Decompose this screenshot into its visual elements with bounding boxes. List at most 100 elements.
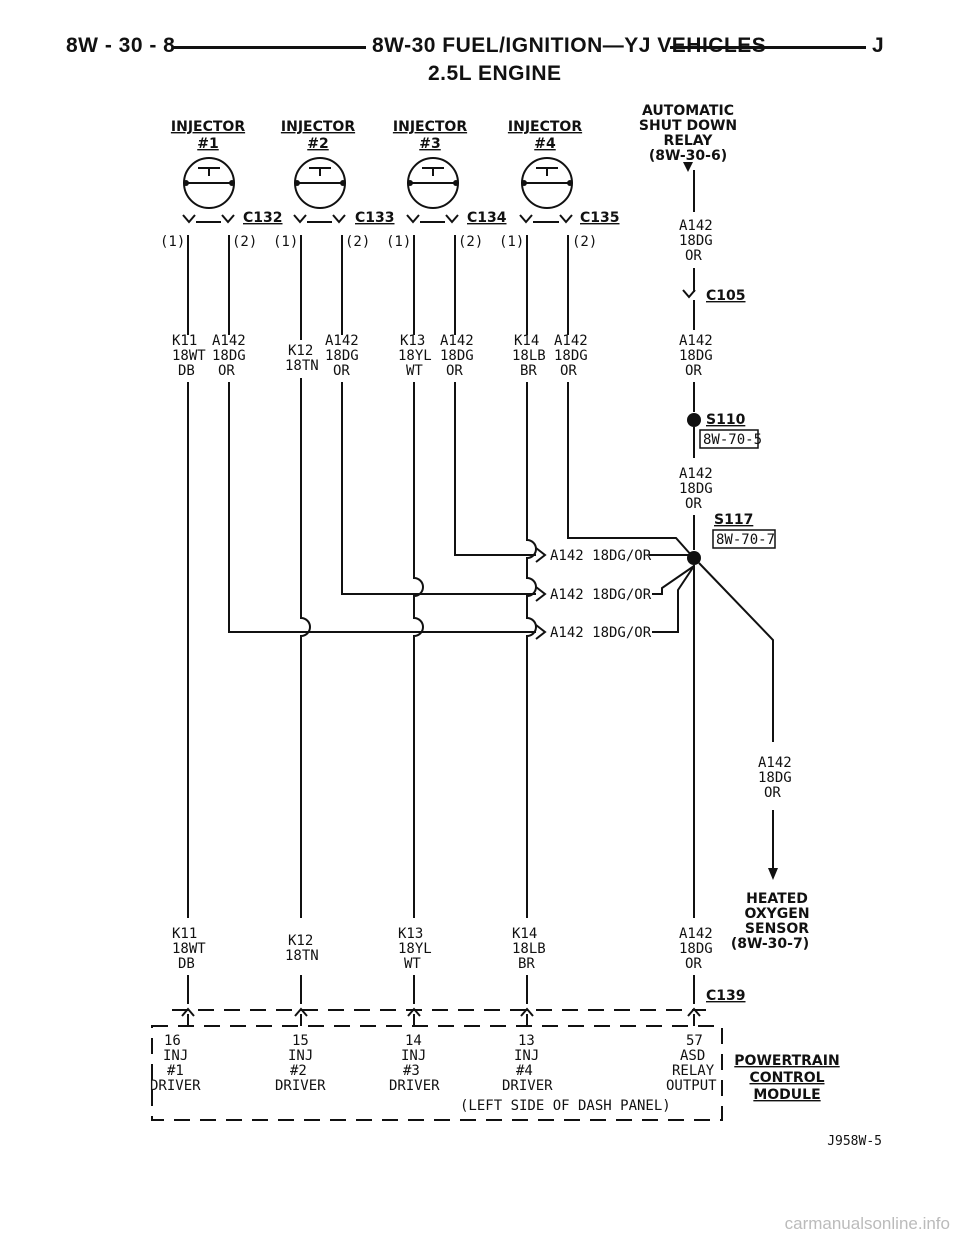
svg-text:(8W-30-6): (8W-30-6) — [649, 148, 727, 164]
svg-text:K14: K14 — [514, 333, 539, 349]
wire-a142-inj2 — [341, 235, 536, 595]
svg-text:13: 13 — [518, 1033, 535, 1049]
splice-s110-label: S110 — [706, 412, 746, 428]
injector-4: INJECTOR #4 C135 (1) (2) — [499, 119, 620, 250]
injector-wires: A142 18DG/OR A142 18DG/OR A142 18DG/OR — [187, 235, 695, 918]
lower-wire-labels: K11 18WT DB K12 18TN K13 18YL WT K14 18L… — [172, 926, 713, 1004]
connector-c133-symbol — [293, 214, 346, 224]
asd-relay: AUTOMATIC SHUT DOWN RELAY (8W-30-6) A142… — [639, 103, 776, 918]
svg-text:18TN: 18TN — [285, 358, 319, 374]
injector-3-label: INJECTOR — [393, 119, 467, 135]
svg-text:BR: BR — [518, 956, 535, 972]
svg-text:57: 57 — [686, 1033, 703, 1049]
svg-text:A142: A142 — [679, 466, 713, 482]
svg-text:K12: K12 — [288, 933, 313, 949]
injector-1-number: #1 — [197, 136, 218, 152]
svg-text:OR: OR — [685, 363, 702, 379]
splice-s110-dot — [687, 413, 701, 427]
header-rule-left — [172, 46, 366, 49]
injector-2: INJECTOR #2 C133 (1) (2) — [273, 119, 395, 250]
svg-text:#4: #4 — [516, 1063, 533, 1079]
injector-1-pin2: (2) — [232, 234, 257, 250]
svg-text:K14: K14 — [512, 926, 537, 942]
svg-text:18LB: 18LB — [512, 348, 546, 364]
svg-text:DB: DB — [178, 363, 195, 379]
splice-s117-dot — [687, 551, 701, 565]
pcm-name-3: MODULE — [753, 1087, 820, 1103]
svg-text:DRIVER: DRIVER — [502, 1078, 553, 1094]
section-letter: J — [872, 34, 885, 57]
svg-text:OR: OR — [685, 248, 702, 264]
svg-text:18DG: 18DG — [758, 770, 792, 786]
watermark-text: carmanualsonline.info — [784, 1214, 950, 1233]
svg-text:WT: WT — [406, 363, 423, 379]
injector-1: INJECTOR #1 C132 (1) (2) — [160, 119, 283, 250]
svg-text:A142: A142 — [554, 333, 588, 349]
injector-4-pin1: (1) — [499, 234, 524, 250]
connector-c132-symbol — [182, 214, 235, 224]
svg-text:18YL: 18YL — [398, 348, 432, 364]
svg-text:16: 16 — [164, 1033, 181, 1049]
wire-a142-inj3 — [454, 235, 536, 556]
svg-text:INJ: INJ — [401, 1048, 426, 1064]
svg-text:A142: A142 — [679, 926, 713, 942]
svg-text:18DG: 18DG — [554, 348, 588, 364]
svg-text:OR: OR — [218, 363, 235, 379]
svg-text:DRIVER: DRIVER — [150, 1078, 201, 1094]
injector-wire-labels: K11 18WT DB A142 18DG OR K12 18TN A142 1… — [172, 333, 588, 379]
svg-text:A142: A142 — [758, 755, 792, 771]
svg-text:INJ: INJ — [514, 1048, 539, 1064]
svg-text:OR: OR — [333, 363, 350, 379]
page-number: 8W - 30 - 8 — [66, 34, 176, 57]
wire-k12 — [300, 235, 311, 918]
svg-text:A142: A142 — [679, 333, 713, 349]
figure-id: J958W-5 — [827, 1134, 882, 1149]
svg-text:WT: WT — [404, 956, 421, 972]
injector-4-number: #4 — [534, 136, 556, 152]
svg-text:A142: A142 — [440, 333, 474, 349]
injector-2-pin2: (2) — [345, 234, 370, 250]
connector-c105-label: C105 — [706, 288, 746, 304]
svg-text:K13: K13 — [400, 333, 425, 349]
splice-s117-ref: 8W-70-7 — [716, 532, 775, 548]
svg-text:K11: K11 — [172, 333, 197, 349]
connector-c134-symbol — [406, 214, 459, 224]
connector-c139: C139 — [172, 988, 746, 1026]
connector-c139-label: C139 — [706, 988, 746, 1004]
svg-text:18LB: 18LB — [512, 941, 546, 957]
page-subtitle: 2.5L ENGINE — [428, 62, 562, 85]
svg-text:#2: #2 — [290, 1063, 307, 1079]
svg-text:OR: OR — [685, 496, 702, 512]
svg-text:INJ: INJ — [163, 1048, 188, 1064]
connector-c132-label: C132 — [243, 210, 283, 226]
injector-4-pin2: (2) — [572, 234, 597, 250]
sensor-arrow-icon — [768, 868, 778, 880]
svg-text:K13: K13 — [398, 926, 423, 942]
wire-a142-inj1 — [228, 235, 536, 633]
svg-text:RELAY: RELAY — [672, 1063, 715, 1079]
header-rule-right — [670, 46, 866, 49]
pcm-name-2: CONTROL — [749, 1070, 824, 1086]
injector-2-label: INJECTOR — [281, 119, 355, 135]
page-title: 8W-30 FUEL/IGNITION—YJ VEHICLES — [372, 34, 767, 57]
svg-text:14: 14 — [405, 1033, 422, 1049]
svg-text:(8W-30-7): (8W-30-7) — [731, 936, 809, 952]
injector-3: INJECTOR #3 C134 (1) (2) — [386, 119, 507, 250]
wire-k13 — [413, 235, 424, 918]
jumper-3-label: A142 18DG/OR — [550, 625, 652, 641]
oxygen-sensor: A142 18DG OR HEATED OXYGEN SENSOR (8W-30… — [731, 755, 810, 952]
injector-2-number: #2 — [307, 136, 328, 152]
svg-text:A142: A142 — [212, 333, 246, 349]
splice-s117-label: S117 — [714, 512, 753, 528]
svg-text:K11: K11 — [172, 926, 197, 942]
svg-text:OR: OR — [685, 956, 702, 972]
svg-text:SHUT DOWN: SHUT DOWN — [639, 118, 737, 134]
svg-text:BR: BR — [520, 363, 537, 379]
injector-3-pin2: (2) — [458, 234, 483, 250]
connector-c105-symbol — [682, 289, 696, 299]
injector-2-pin1: (1) — [273, 234, 298, 250]
svg-text:18YL: 18YL — [398, 941, 432, 957]
svg-text:DRIVER: DRIVER — [275, 1078, 326, 1094]
pcm-location: (LEFT SIDE OF DASH PANEL) — [460, 1098, 671, 1114]
